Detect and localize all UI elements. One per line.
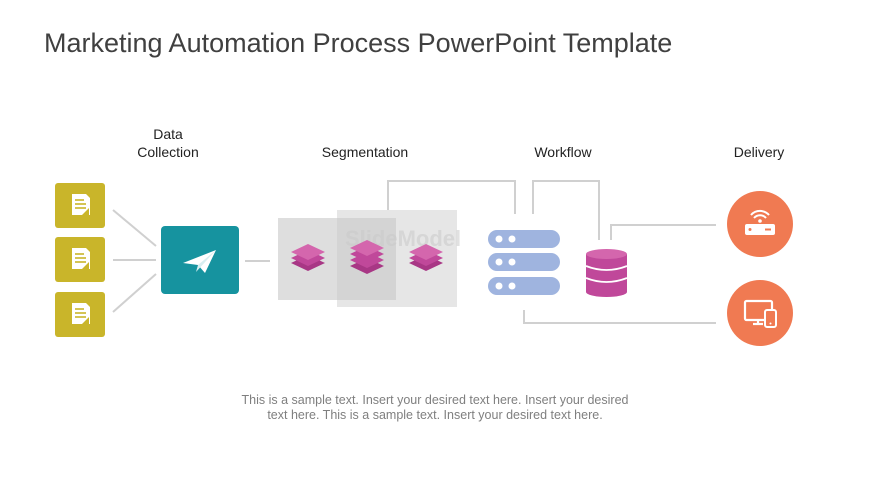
devices-icon (743, 299, 777, 328)
layers-icon (350, 240, 384, 274)
slide-title: Marketing Automation Process PowerPoint … (44, 28, 673, 58)
data-collection-line-1: Data (153, 126, 183, 142)
connector-doc3-to-send (112, 273, 157, 313)
connector-server-to-database (532, 180, 600, 240)
connector-database-to-router (610, 224, 716, 240)
column-label-workflow: Workflow (534, 144, 592, 160)
document-tile-3 (55, 292, 105, 337)
caption-line-2: text here. This is a sample text. Insert… (267, 408, 603, 422)
server-icon (488, 230, 560, 295)
delivery-circle-router (727, 191, 793, 257)
layers-icon (291, 244, 325, 271)
data-collection-line-2: Collection (137, 144, 199, 160)
caption-line-1: This is a sample text. Insert your desir… (241, 393, 629, 407)
document-icon (72, 303, 90, 325)
send-tile (161, 226, 239, 294)
document-icon (72, 248, 90, 270)
connector-server-to-devices (523, 310, 716, 324)
column-label-delivery: Delivery (733, 144, 785, 160)
connector-segments-to-server (387, 180, 516, 214)
caption: This is a sample text. Insert your desir… (200, 393, 670, 423)
database-icon (585, 249, 628, 297)
delivery-circle-devices (727, 280, 793, 346)
connector-doc1-to-send (112, 209, 157, 247)
column-label-data-collection: Data Collection (128, 125, 208, 161)
paper-plane-icon (183, 250, 216, 273)
column-label-segmentation: Segmentation (321, 144, 409, 160)
layers-icon (409, 244, 443, 271)
document-tile-2 (55, 237, 105, 282)
router-icon (745, 209, 775, 235)
document-tile-1 (55, 183, 105, 228)
document-icon (72, 194, 90, 216)
